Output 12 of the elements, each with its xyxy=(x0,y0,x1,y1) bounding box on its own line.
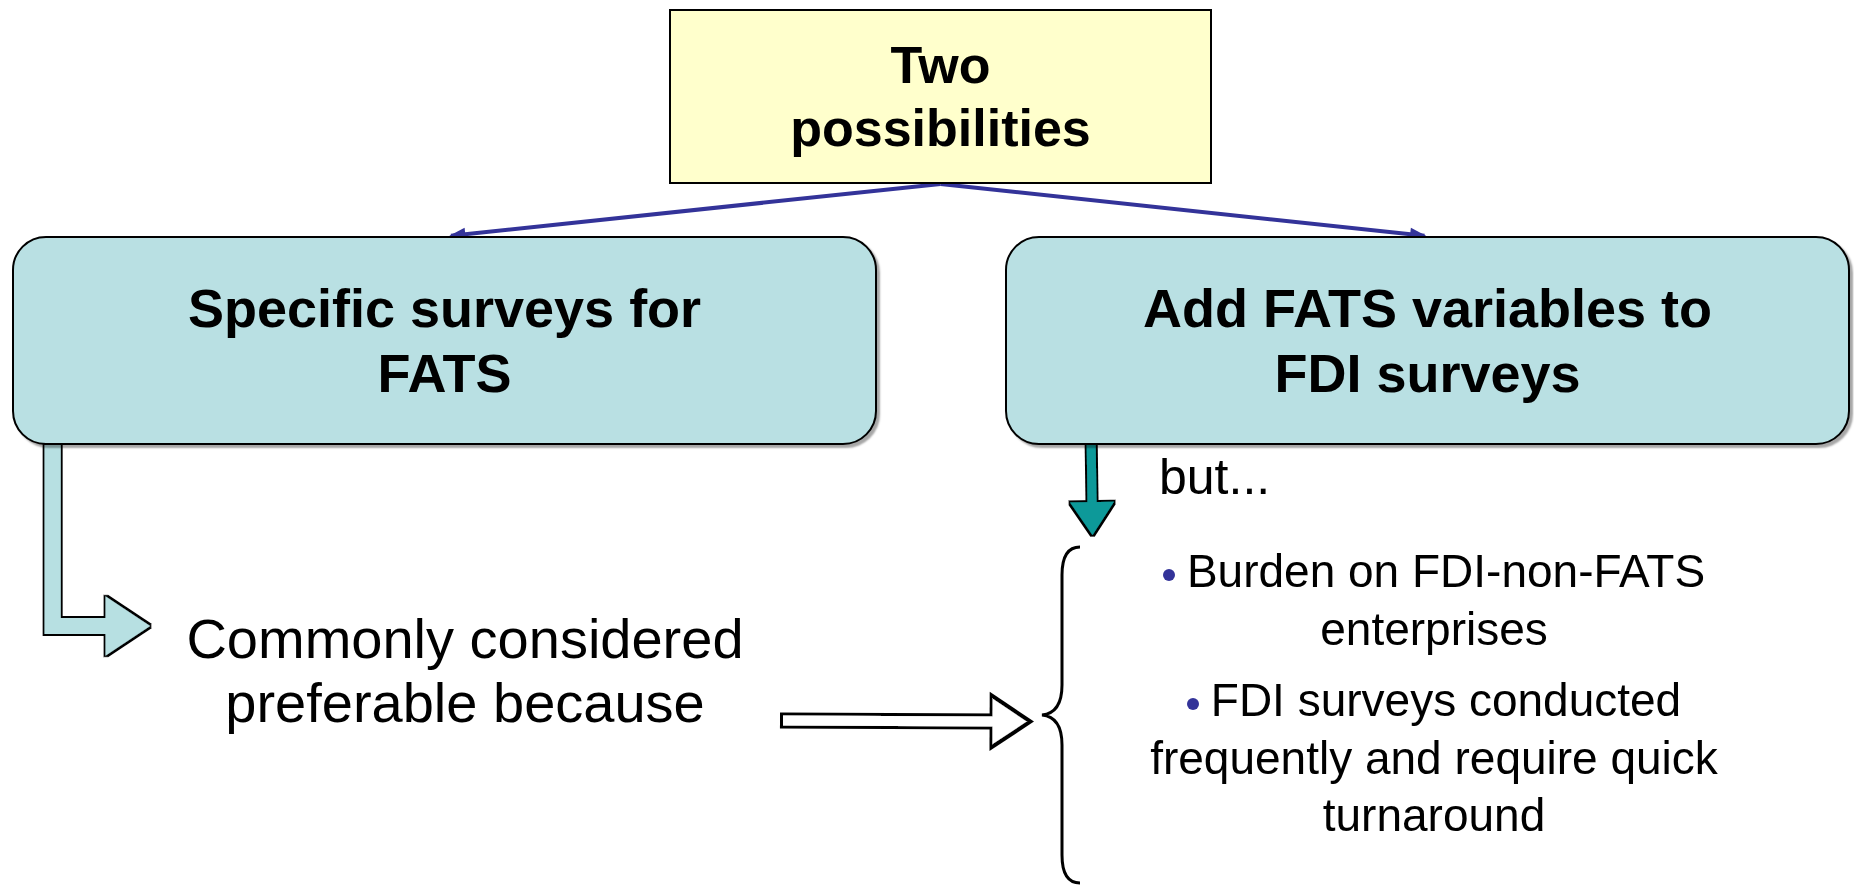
block-arrow xyxy=(44,445,150,656)
node-label: Add FATS variables to FDI surveys xyxy=(1141,276,1714,405)
node-label: Specific surveys for FATS xyxy=(186,276,703,405)
title-box xyxy=(669,9,1212,184)
node-label: Commonly considered preferable because xyxy=(185,606,745,736)
block-arrow xyxy=(779,691,1034,751)
bullet-text: Burden on FDI-non-FATS enterprises xyxy=(1104,543,1764,658)
node-label: Two possibilities xyxy=(789,35,1092,159)
bullet-text: FDI surveys conducted frequently and require quick turnaround xyxy=(1149,673,1719,843)
process-box xyxy=(1005,236,1850,445)
block-arrow xyxy=(1070,444,1114,535)
process-box xyxy=(12,236,877,445)
